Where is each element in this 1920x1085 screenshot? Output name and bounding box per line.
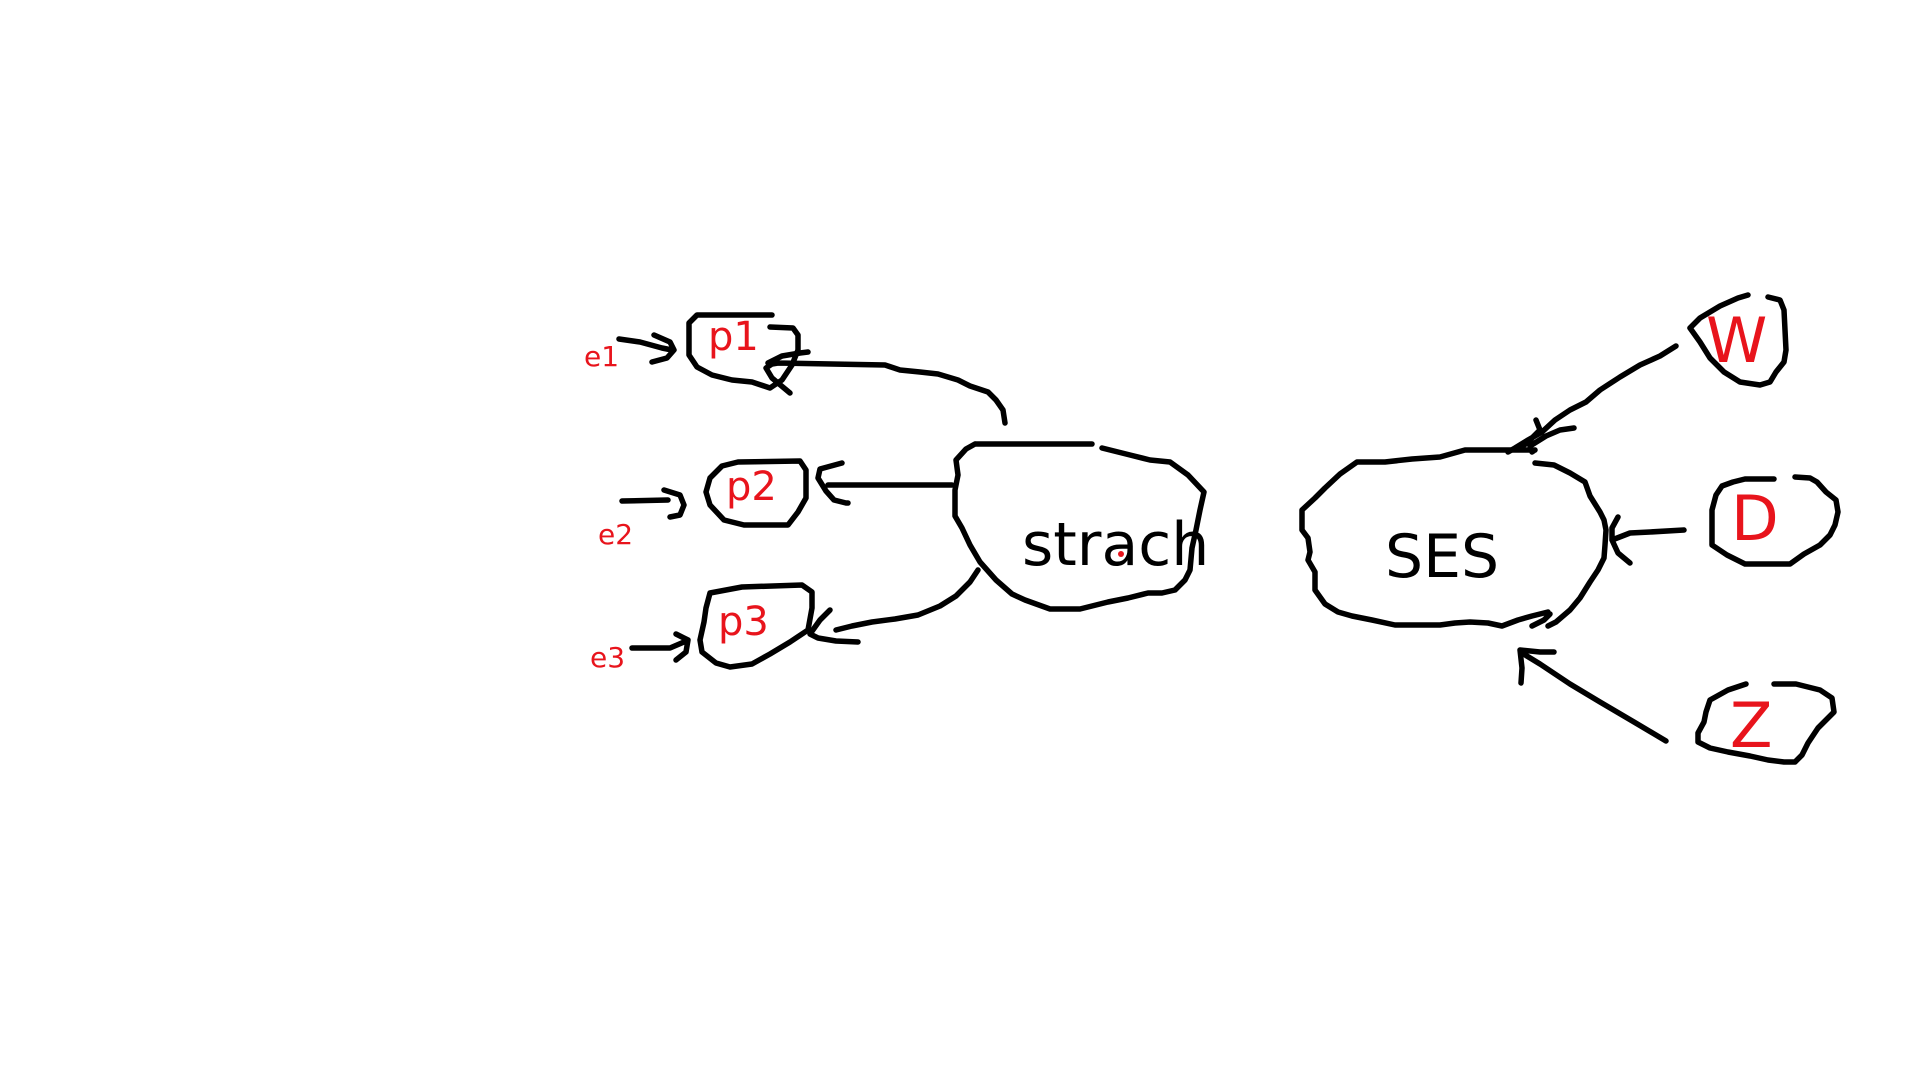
node-p2-label: p2 bbox=[726, 464, 777, 510]
node-p3-label: p3 bbox=[718, 599, 769, 645]
node-strach-label: strach bbox=[1022, 510, 1209, 580]
edge-z-ses bbox=[1517, 647, 1669, 744]
node-d: D bbox=[1709, 474, 1841, 567]
error-e2: e2 bbox=[598, 487, 687, 551]
node-p3: p3 bbox=[697, 582, 815, 670]
stray-dot bbox=[1118, 551, 1124, 557]
node-strach: strach bbox=[952, 441, 1209, 612]
edge-strach-p2 bbox=[815, 460, 955, 506]
node-w-outline bbox=[1687, 292, 1789, 388]
node-z-label: Z bbox=[1730, 689, 1772, 762]
error-e3: e3 bbox=[590, 631, 691, 674]
error-e3-arrow bbox=[629, 631, 691, 663]
node-z: Z bbox=[1695, 681, 1837, 765]
edge-w-ses bbox=[1505, 343, 1679, 455]
node-p1-label: p1 bbox=[708, 314, 759, 360]
node-w-label: W bbox=[1706, 304, 1767, 377]
error-e1-arrow bbox=[616, 332, 677, 365]
node-ses: SES bbox=[1299, 447, 1609, 629]
edge-d-ses bbox=[1609, 514, 1687, 566]
error-e2-arrow bbox=[619, 487, 687, 520]
node-p1-outline bbox=[686, 312, 801, 391]
error-e1-label: e1 bbox=[584, 340, 619, 373]
node-w: W bbox=[1687, 292, 1789, 388]
node-d-outline bbox=[1709, 474, 1841, 567]
node-z-outline bbox=[1695, 681, 1837, 765]
edge-strach-p3 bbox=[807, 567, 981, 645]
node-ses-label: SES bbox=[1385, 522, 1499, 592]
node-p2-outline bbox=[703, 458, 809, 528]
node-p3-outline bbox=[697, 582, 815, 670]
node-strach-outline bbox=[952, 441, 1207, 612]
node-p1: p1 bbox=[686, 312, 801, 391]
error-e3-label: e3 bbox=[590, 641, 625, 674]
error-e1: e1 bbox=[584, 332, 677, 373]
node-d-label: D bbox=[1731, 482, 1779, 555]
node-ses-outline bbox=[1299, 447, 1609, 629]
edge-strach-p1 bbox=[763, 349, 1008, 426]
error-e2-label: e2 bbox=[598, 518, 633, 551]
node-p2: p2 bbox=[703, 458, 809, 528]
